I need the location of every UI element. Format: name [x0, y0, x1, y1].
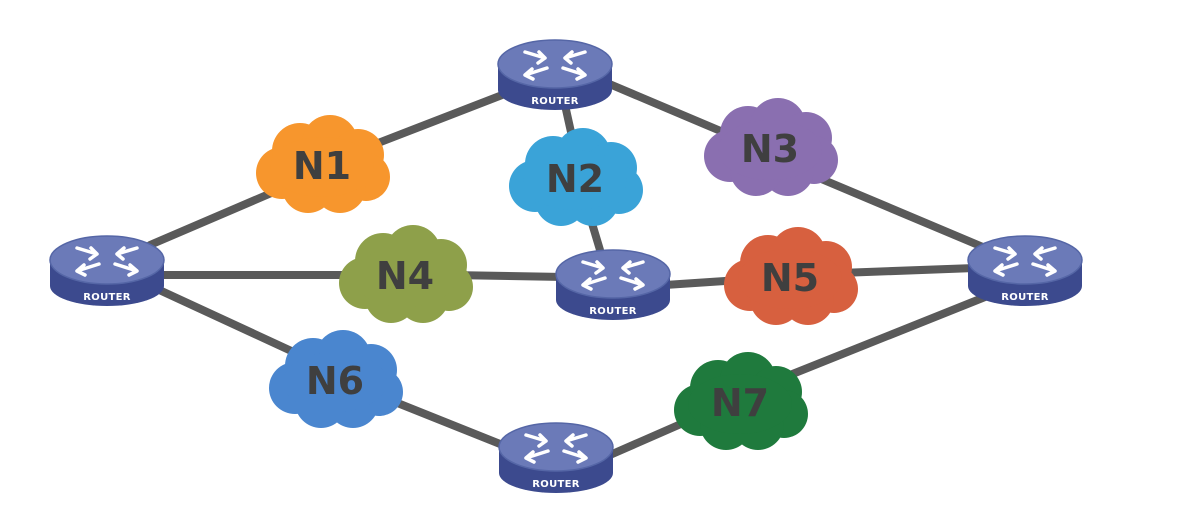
router-bottom: ROUTER: [498, 422, 614, 493]
network-label: N3: [741, 127, 799, 171]
router-top: ROUTER: [497, 39, 613, 110]
router-left: ROUTER: [49, 235, 165, 306]
router-top: [555, 249, 671, 299]
router-arrows-icon: [75, 246, 139, 277]
link-n6-router-bottom: [381, 394, 524, 456]
router-label: ROUTER: [1001, 292, 1048, 303]
router-top: [49, 235, 165, 285]
router-arrows-icon: [523, 50, 587, 81]
network-cloud-n4: N4: [339, 225, 473, 323]
network-cloud-n6: N6: [269, 330, 403, 428]
router-top: [967, 235, 1083, 285]
network-label: N4: [376, 254, 434, 298]
link-router-top-n3: [596, 76, 734, 139]
routers: ROUTER ROUTER ROUTER ROUTER ROUTER: [49, 39, 1083, 493]
network-label: N2: [546, 157, 604, 201]
network-label: N5: [761, 256, 819, 300]
link-router-top-n1: [356, 88, 514, 154]
router-label: ROUTER: [589, 306, 636, 317]
link-n7-router-right: [786, 291, 994, 379]
network-label: N6: [306, 359, 364, 403]
router-label: ROUTER: [83, 292, 130, 303]
network-cloud-n1: N1: [256, 115, 390, 213]
router-arrows-icon: [524, 433, 588, 464]
router-right: ROUTER: [967, 235, 1083, 306]
link-router-bottom-n7: [606, 416, 694, 459]
router-top: [497, 39, 613, 89]
links: [146, 76, 994, 459]
link-router-left-n6: [151, 284, 304, 359]
link-n3-router-right: [796, 166, 994, 254]
network-label: N7: [711, 381, 769, 425]
router-label: ROUTER: [532, 479, 579, 490]
router-arrows-icon: [993, 246, 1057, 277]
router-arrows-icon: [581, 260, 645, 291]
router-top: [498, 422, 614, 472]
link-n5-router-right: [836, 264, 979, 277]
network-cloud-n3: N3: [704, 98, 838, 196]
link-n1-router-left: [146, 181, 294, 249]
network-cloud-n7: N7: [674, 352, 808, 450]
network-cloud-n5: N5: [724, 227, 858, 325]
router-label: ROUTER: [531, 96, 578, 107]
router-center: ROUTER: [555, 249, 671, 320]
network-cloud-n2: N2: [509, 128, 643, 226]
network-label: N1: [293, 144, 351, 188]
